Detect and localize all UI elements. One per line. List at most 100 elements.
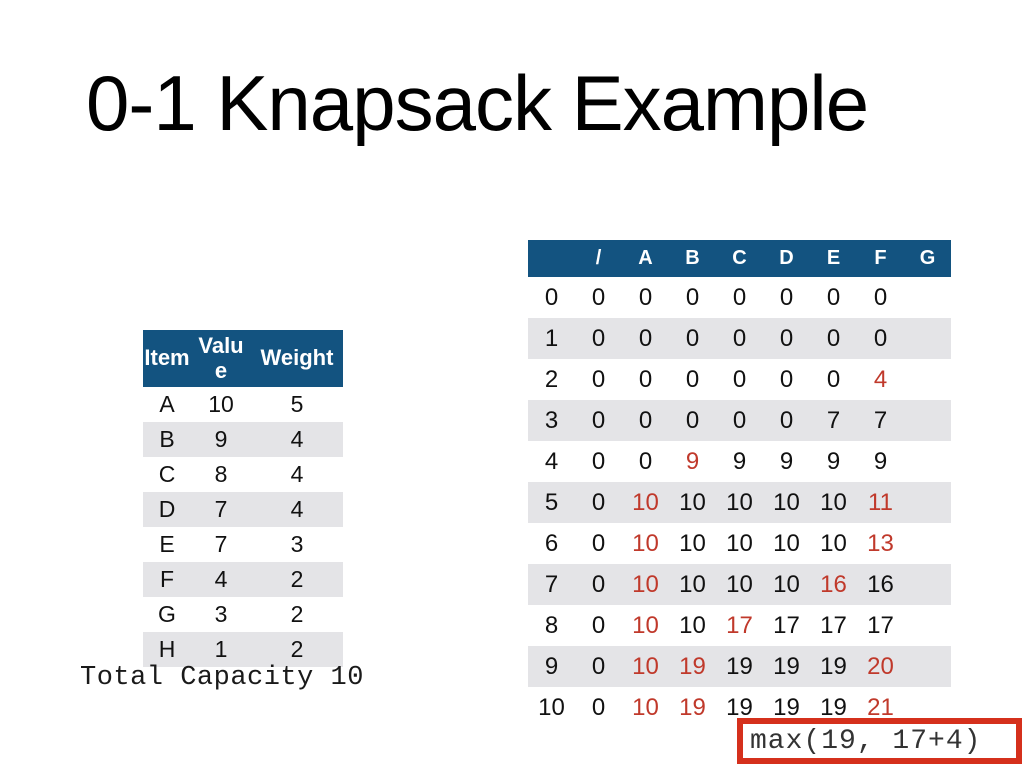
item-cell: C [158, 461, 176, 487]
dp-col-header: / [575, 240, 622, 277]
dp-cell [904, 482, 951, 523]
weight-cell: 4 [290, 461, 304, 487]
dp-cell: 17 [867, 611, 894, 639]
dp-row-label: 8 [544, 611, 559, 639]
dp-cell: 0 [873, 283, 888, 311]
dp-cell: 20 [867, 652, 894, 680]
dp-col-header: C [716, 240, 763, 277]
weight-cell: 4 [290, 496, 304, 522]
dp-cell: 10 [632, 529, 659, 557]
dp-cell: 9 [873, 447, 888, 475]
dp-row-label: 5 [544, 488, 559, 516]
formula-text: max(19, 17+4) [750, 725, 982, 757]
dp-cell: 21 [867, 693, 894, 721]
dp-cell: 10 [632, 693, 659, 721]
dp-cell: 0 [779, 365, 794, 393]
value-cell: 10 [208, 391, 234, 417]
dp-row-label: 6 [544, 529, 559, 557]
dp-cell: 0 [826, 283, 841, 311]
item-cell: H [158, 636, 176, 662]
dp-row-label: 10 [538, 693, 565, 721]
dp-cell: 9 [826, 447, 841, 475]
value-cell: 9 [214, 426, 228, 452]
dp-cell: 17 [726, 611, 753, 639]
items-header-weight: Weight [251, 330, 343, 387]
dp-col-header: B [669, 240, 716, 277]
dp-cell: 9 [779, 447, 794, 475]
weight-cell: 3 [290, 531, 304, 557]
dp-cell: 10 [679, 570, 706, 598]
items-header-item: Item [143, 330, 191, 387]
dp-cell: 0 [591, 406, 606, 434]
dp-cell: 17 [773, 611, 800, 639]
dp-cell: 19 [726, 693, 753, 721]
dp-cell: 0 [591, 652, 606, 680]
dp-row-label: 0 [544, 283, 559, 311]
dp-cell: 10 [679, 529, 706, 557]
weight-cell: 2 [290, 601, 304, 627]
dp-cell: 0 [732, 324, 747, 352]
dp-cell: 0 [685, 283, 700, 311]
weight-cell: 2 [290, 566, 304, 592]
dp-cell: 10 [679, 611, 706, 639]
dp-row-label: 7 [544, 570, 559, 598]
dp-cell: 17 [820, 611, 847, 639]
dp-cell [904, 564, 951, 605]
dp-cell: 0 [732, 283, 747, 311]
weight-cell: 5 [290, 391, 304, 417]
dp-cell: 10 [773, 488, 800, 516]
dp-col-header: A [622, 240, 669, 277]
dp-col-header: E [810, 240, 857, 277]
item-cell: D [158, 496, 176, 522]
dp-row-label: 9 [544, 652, 559, 680]
dp-cell: 0 [591, 324, 606, 352]
dp-cell: 0 [826, 365, 841, 393]
dp-cell: 0 [638, 365, 653, 393]
items-header-value: Value [191, 330, 251, 387]
dp-cell: 0 [826, 324, 841, 352]
dp-corner-cell [528, 240, 575, 277]
dp-cell [904, 646, 951, 687]
dp-cell: 0 [591, 488, 606, 516]
dp-cell: 0 [779, 324, 794, 352]
dp-cell: 19 [773, 693, 800, 721]
dp-cell: 4 [873, 365, 888, 393]
dp-cell: 19 [773, 652, 800, 680]
dp-cell: 0 [591, 693, 606, 721]
dp-cell: 10 [820, 529, 847, 557]
dp-cell: 10 [773, 529, 800, 557]
total-capacity-note: Total Capacity 10 [80, 663, 364, 693]
dp-cell: 0 [591, 447, 606, 475]
dp-cell: 0 [685, 324, 700, 352]
dp-cell: 9 [732, 447, 747, 475]
dp-cell: 10 [726, 570, 753, 598]
dp-cell: 16 [867, 570, 894, 598]
dp-cell: 0 [873, 324, 888, 352]
items-table-header: Item Value Weight [143, 330, 343, 387]
dp-cell: 0 [591, 611, 606, 639]
dp-cell: 19 [679, 652, 706, 680]
weight-cell: 2 [290, 636, 304, 662]
value-cell: 3 [214, 601, 228, 627]
